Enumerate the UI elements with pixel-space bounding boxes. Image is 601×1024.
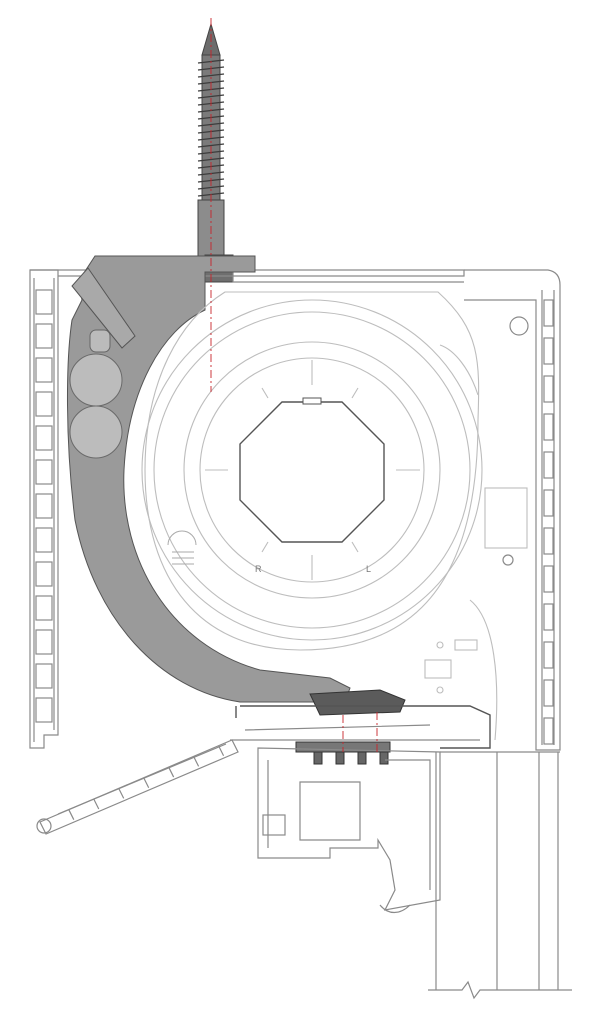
screw-axis-centerline: [210, 18, 378, 752]
window-glazing-lines: [428, 751, 572, 1000]
shutter-slat-detached: [36, 739, 239, 835]
box-right-wall: [464, 269, 561, 751]
box-inner-details: [424, 344, 528, 741]
window-frame-profile: [257, 747, 441, 914]
left-side-mark: L: [366, 564, 371, 574]
octagonal-shaft-hole: [239, 397, 385, 543]
box-left-wall: [29, 269, 59, 749]
fixing-screw: [197, 22, 234, 283]
roller-end-cap: R L: [141, 291, 483, 651]
right-side-mark: R: [255, 564, 262, 574]
mounting-bracket: [66, 255, 351, 703]
